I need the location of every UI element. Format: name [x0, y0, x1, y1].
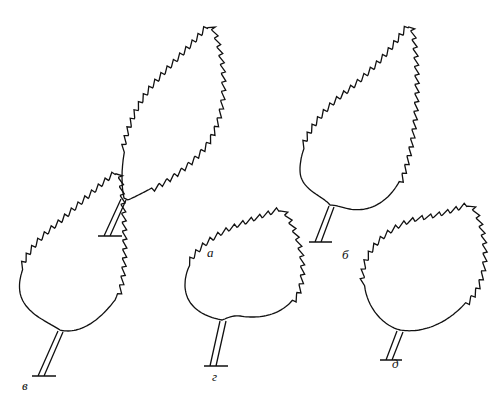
- petiole: [380, 331, 403, 360]
- petiole: [32, 331, 63, 376]
- leaf-outline: [20, 172, 127, 331]
- figure-letter: а: [207, 246, 214, 260]
- figure-letter: д: [392, 357, 399, 371]
- leaf-outline: [122, 27, 226, 200]
- figure-letter: б: [342, 248, 349, 262]
- figure-letter: г: [212, 370, 217, 384]
- figure-letter: в: [22, 379, 28, 393]
- petiole: [204, 321, 228, 366]
- leaf-outline: [300, 26, 419, 209]
- leaf-outline: [360, 203, 487, 331]
- leaf-outline: [185, 208, 305, 320]
- petiole: [309, 206, 334, 242]
